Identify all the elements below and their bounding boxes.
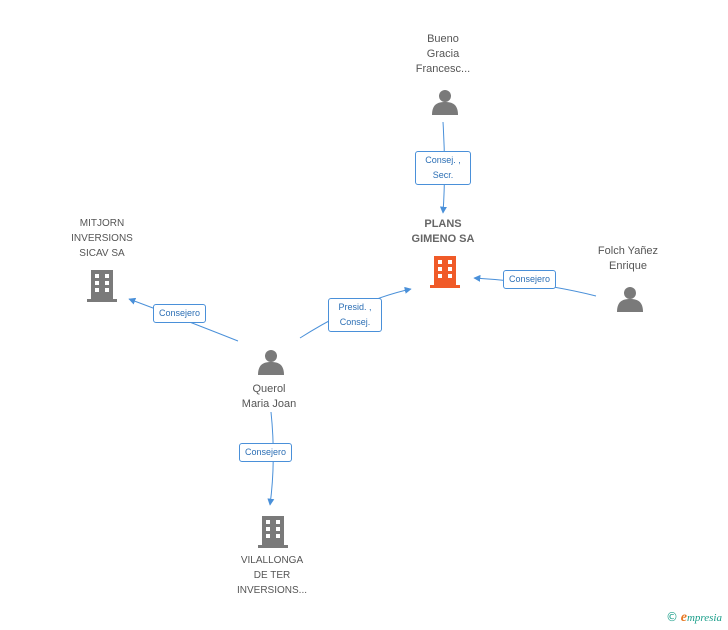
- node-label-line: VILALLONGA: [240, 555, 304, 566]
- node-label-bueno[interactable]: Bueno Gracia Francesc...: [400, 32, 486, 77]
- node-label-line: SICAV SA: [79, 248, 125, 259]
- node-label-vilallonga[interactable]: VILALLONGA DE TER INVERSIONS...: [224, 553, 320, 598]
- building-icon[interactable]: [258, 516, 288, 548]
- node-label-line: Querol: [252, 383, 286, 395]
- node-label-line: Francesc...: [415, 63, 471, 75]
- edge-badge-querol-plans[interactable]: Presid. , Consej.: [328, 298, 382, 332]
- node-label-line: MITJORN: [79, 218, 125, 229]
- node-label-folch[interactable]: Folch Yañez Enrique: [585, 244, 671, 274]
- node-label-line: Maria Joan: [241, 398, 297, 410]
- node-label-line: Enrique: [609, 260, 647, 272]
- brand-name: mpresia: [686, 612, 722, 624]
- node-label-line: DE TER: [253, 570, 291, 581]
- node-label-plans-gimeno[interactable]: PLANS GIMENO SA: [400, 217, 486, 247]
- edge-badge-line: Consej. ,: [425, 155, 461, 165]
- building-icon[interactable]: [87, 270, 117, 302]
- brand-initial: e: [680, 610, 687, 625]
- node-label-line: GIMENO SA: [411, 233, 475, 245]
- node-label-line: Bueno: [427, 33, 459, 45]
- copyright-symbol: ©: [665, 610, 678, 624]
- empresia-watermark: © empresia: [666, 610, 722, 626]
- node-label-querol[interactable]: Querol Maria Joan: [226, 382, 312, 412]
- node-label-line: INVERSIONS: [71, 233, 133, 244]
- edge-badge-line: Secr.: [432, 170, 454, 180]
- node-label-line: PLANS: [424, 218, 462, 230]
- node-label-line: Gracia: [426, 48, 460, 60]
- building-icon[interactable]: [430, 256, 460, 288]
- node-label-mitjorn[interactable]: MITJORN INVERSIONS SICAV SA: [55, 216, 149, 261]
- node-label-line: Folch Yañez: [597, 245, 659, 257]
- edge-badge-line: Presid. ,: [338, 302, 372, 312]
- edge-badge-line: Consej.: [339, 317, 371, 327]
- person-icon[interactable]: [432, 90, 458, 115]
- edge-badge-folch-plans[interactable]: Consejero: [503, 270, 557, 289]
- node-label-line: INVERSIONS...: [236, 585, 307, 596]
- edge-badge-querol-mitjorn[interactable]: Consejero: [153, 304, 207, 323]
- person-icon[interactable]: [617, 287, 643, 312]
- edge-badge-querol-vilallonga[interactable]: Consejero: [239, 443, 293, 462]
- person-icon[interactable]: [258, 350, 284, 375]
- edge-badge-bueno-plans[interactable]: Consej. , Secr.: [415, 151, 471, 185]
